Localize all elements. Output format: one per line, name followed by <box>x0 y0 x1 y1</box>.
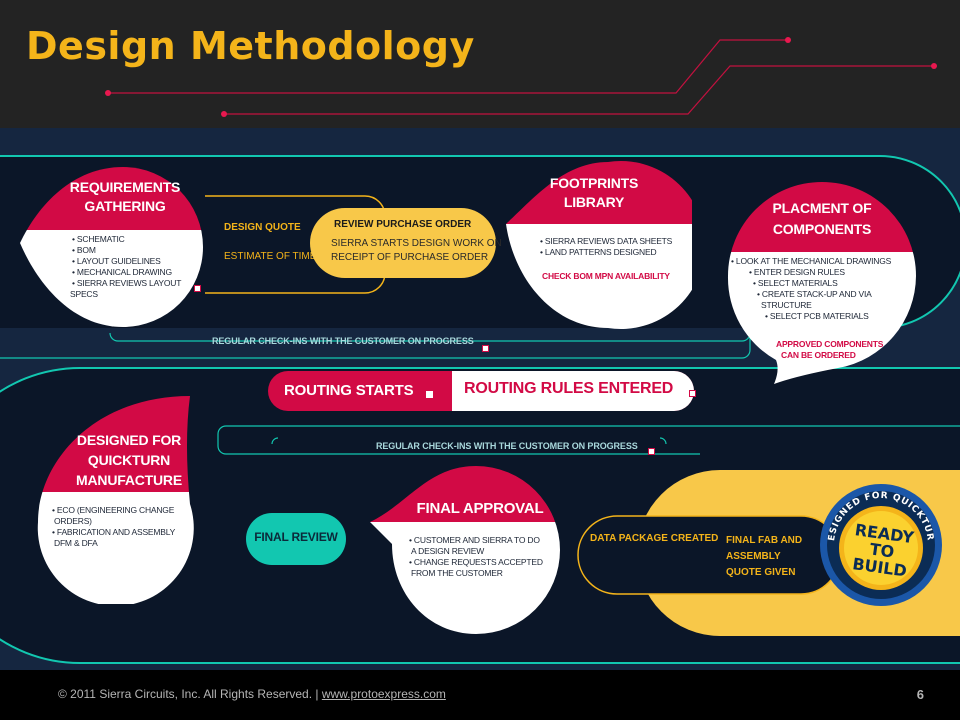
list-item: • SIERRA REVIEWS DATA SHEETS <box>540 236 673 246</box>
page-title: Design Methodology <box>26 24 475 68</box>
estimate-label: ESTIMATE OF TIME <box>224 251 317 262</box>
design-quote-label: DESIGN QUOTE <box>224 222 301 233</box>
dfm-list: • ECO (ENGINEERING CHANGE ORDERS) • FABR… <box>52 505 175 549</box>
footprints-list: • SIERRA REVIEWS DATA SHEETS • LAND PATT… <box>540 236 672 258</box>
marker-square <box>648 448 655 455</box>
final-review-pill: FINAL REVIEW <box>254 530 338 544</box>
list-item: • SELECT MATERIALS <box>753 278 838 288</box>
list-item: DFM & DFA <box>54 538 98 548</box>
list-item: • CREATE STACK-UP AND VIA <box>757 289 872 299</box>
list-item: FROM THE CUSTOMER <box>411 568 503 578</box>
routing-rules-label: ROUTING RULES ENTERED <box>464 380 674 397</box>
requirements-list: • SCHEMATIC • BOM • LAYOUT GUIDELINES • … <box>70 234 182 300</box>
list-item: • BOM <box>72 245 96 255</box>
list-item: • SELECT PCB MATERIALS <box>765 311 869 321</box>
list-item: ORDERS) <box>54 516 92 526</box>
bom-check-note: CHECK BOM MPN AVAILABILITY <box>542 271 670 281</box>
marker-square <box>426 391 433 398</box>
list-item: • SCHEMATIC <box>72 234 125 244</box>
page-number: 6 <box>916 687 924 702</box>
placement-bubble <box>727 182 916 384</box>
footprints-bubble <box>506 160 692 330</box>
website-link[interactable]: www.protoexpress.com <box>321 687 446 701</box>
list-item: • CUSTOMER AND SIERRA TO DO <box>409 535 540 545</box>
final-approval-bubble <box>370 466 560 634</box>
header: Design Methodology <box>0 0 960 128</box>
marker-square <box>194 285 201 292</box>
list-item: • CHANGE REQUESTS ACCEPTED <box>409 557 543 567</box>
marker-square <box>689 390 696 397</box>
final-approval-title: FINAL APPROVAL <box>416 500 544 517</box>
footer: © 2011 Sierra Circuits, Inc. All Rights … <box>0 670 960 720</box>
purchase-order-title: REVIEW PURCHASE ORDER <box>334 219 472 230</box>
marker-square <box>482 345 489 352</box>
dfm-bubble <box>37 396 194 604</box>
list-item: • MECHANICAL DRAWING <box>72 267 172 277</box>
requirements-bubble <box>20 167 203 327</box>
routing-starts-label: ROUTING STARTS <box>284 382 414 399</box>
data-package-label: DATA PACKAGE CREATED <box>590 533 719 544</box>
list-item: • LAND PATTERNS DESIGNED <box>540 247 657 257</box>
list-item: • ECO (ENGINEERING CHANGE <box>52 505 175 515</box>
list-item: • LOOK AT THE MECHANICAL DRAWINGS <box>731 256 892 266</box>
circuit-trace-decoration <box>105 37 937 117</box>
placement-list: • LOOK AT THE MECHANICAL DRAWINGS • ENTE… <box>731 256 911 322</box>
purchase-order-pill <box>310 208 496 278</box>
final-approval-list: • CUSTOMER AND SIERRA TO DO A DESIGN REV… <box>409 535 543 579</box>
list-item: SPECS <box>70 289 98 299</box>
list-item: • LAYOUT GUIDELINES <box>72 256 161 266</box>
check-in-label-2: REGULAR CHECK-INS WITH THE CUSTOMER ON P… <box>376 441 638 451</box>
check-in-label-1: REGULAR CHECK-INS WITH THE CUSTOMER ON P… <box>212 336 474 346</box>
list-item: • FABRICATION AND ASSEMBLY <box>52 527 176 537</box>
list-item: • ENTER DESIGN RULES <box>749 267 845 277</box>
list-item: • SIERRA REVIEWS LAYOUT <box>72 278 182 288</box>
list-item: A DESIGN REVIEW <box>411 546 485 556</box>
badge-seal-icon: DESIGNED FOR QUICKTURN <box>814 475 942 606</box>
list-item: STRUCTURE <box>761 300 812 310</box>
copyright: © 2011 Sierra Circuits, Inc. All Rights … <box>58 687 446 701</box>
